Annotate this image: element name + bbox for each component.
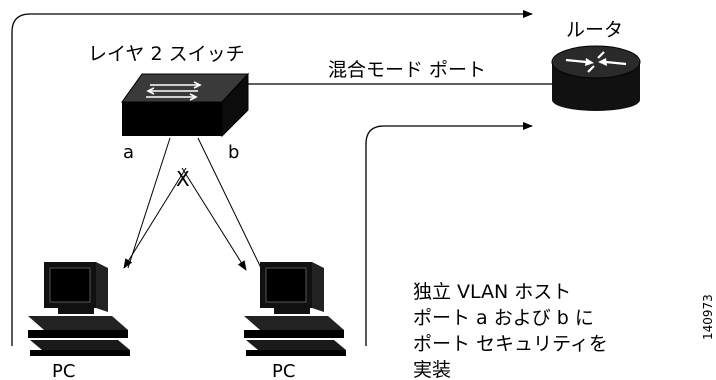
note-line-3: ポート セキュリティを <box>413 333 608 355</box>
pc-left-icon <box>28 262 130 356</box>
traffic-flow-inner-line <box>365 122 533 346</box>
blocked-mark: X <box>176 167 190 191</box>
note-line-1: 独立 VLAN ホスト <box>413 281 571 303</box>
pc-left-label: PC <box>52 361 75 380</box>
promiscuous-port-label: 混合モード ポート <box>328 59 486 81</box>
pc-right-label: PC <box>272 361 295 380</box>
port-b-label: b <box>228 142 239 163</box>
pc-right-icon <box>244 262 346 356</box>
router-icon <box>551 45 641 111</box>
router-label: ルータ <box>566 19 623 41</box>
note-line-4: 実装 <box>413 359 451 380</box>
note-line-2: ポート a および b に <box>413 307 594 329</box>
blocked-arrow-to-left-pc <box>123 167 187 269</box>
link-port-b <box>197 137 263 271</box>
traffic-flow-outer-line <box>11 10 533 346</box>
blocked-arrow-to-right-pc <box>181 167 247 271</box>
figure-id: 140973 <box>701 294 715 340</box>
port-a-label: a <box>123 142 134 163</box>
link-port-a <box>127 137 171 269</box>
switch-label: レイヤ 2 スイッチ <box>88 43 245 65</box>
layer2-switch-icon <box>121 72 250 138</box>
